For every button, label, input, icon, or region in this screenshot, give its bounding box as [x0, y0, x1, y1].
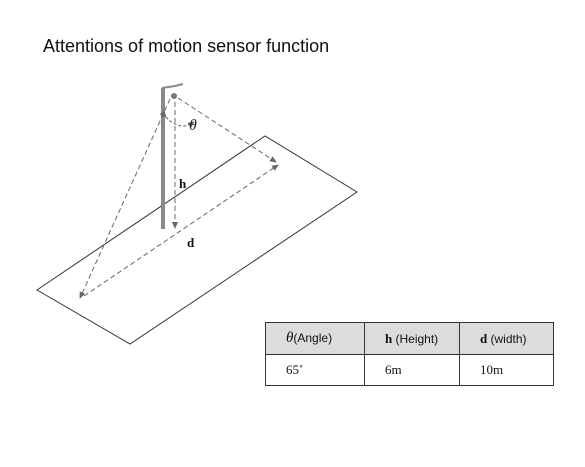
value-height: 6m — [364, 354, 460, 386]
table-row: 65˚ 6m 10m — [265, 354, 554, 386]
header-width: d (width) — [459, 322, 554, 355]
height-label: h — [179, 176, 187, 191]
theta-label: θ — [189, 117, 197, 134]
value-angle: 65˚ — [265, 354, 365, 386]
spec-table: θ(Angle) h (Height) d (width) 65˚ 6m 10m — [265, 322, 554, 386]
width-line — [83, 164, 279, 297]
angle-arc — [159, 110, 195, 128]
table-header-row: θ(Angle) h (Height) d (width) — [265, 322, 554, 355]
header-height-symbol: h — [385, 330, 393, 346]
page-title: Attentions of motion sensor function — [43, 36, 330, 56]
header-width-label: (width) — [490, 331, 527, 346]
header-angle-symbol: θ — [286, 330, 294, 346]
header-height-label: (Height) — [395, 331, 439, 346]
range-line-right — [177, 97, 277, 163]
header-angle-label: (Angle) — [293, 331, 333, 345]
sensor-arm — [161, 83, 184, 89]
header-angle: θ(Angle) — [265, 322, 365, 355]
motion-sensor-icon — [171, 93, 177, 99]
range-line-left — [79, 98, 171, 299]
header-width-symbol: d — [480, 330, 488, 346]
distance-label: d — [187, 235, 195, 250]
ground-plane — [36, 135, 358, 345]
header-height: h (Height) — [364, 322, 460, 355]
pole — [161, 88, 165, 229]
value-width: 10m — [459, 354, 554, 386]
